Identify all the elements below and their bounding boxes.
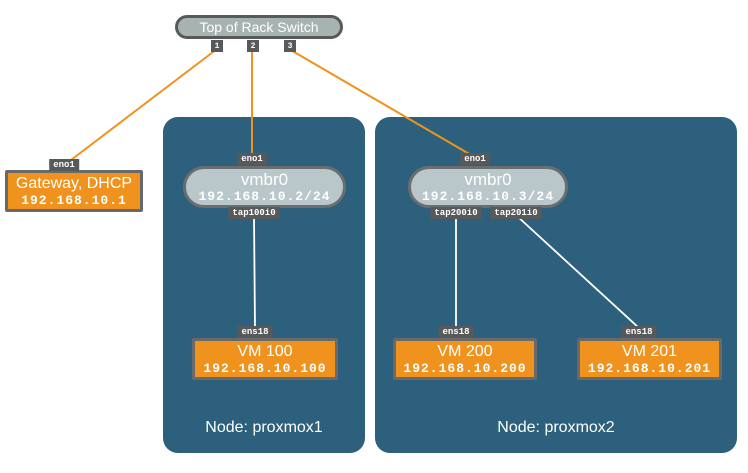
port-3-label: 3 xyxy=(287,41,293,51)
switch-label: Top of Rack Switch xyxy=(199,19,319,35)
proxmox1-vmbr0-bridge: vmbr0 192.168.10.2/24 xyxy=(183,166,346,208)
vm100-title: VM 100 xyxy=(237,342,293,360)
proxmox2-bridge-name: vmbr0 xyxy=(464,169,512,189)
proxmox1-tap100i0-tag: tap100i0 xyxy=(228,207,280,219)
vm200-ens18-tag: ens18 xyxy=(438,326,474,338)
switch-port-2: 2 xyxy=(247,40,259,52)
vm201-ip: 192.168.10.201 xyxy=(587,360,712,376)
gateway-ip: 192.168.10.1 xyxy=(21,192,127,208)
proxmox1-bridge-name: vmbr0 xyxy=(240,169,289,189)
top-of-rack-switch: Top of Rack Switch xyxy=(175,15,343,39)
vm201-ens18-tag: ens18 xyxy=(621,326,657,338)
proxmox2-vmbr0-bridge: vmbr0 192.168.10.3/24 xyxy=(408,166,568,208)
vm201-box: VM 201 192.168.10.201 xyxy=(577,338,722,380)
proxmox2-tap200i0-tag: tap200i0 xyxy=(430,207,482,219)
vm100-ens18-tag: ens18 xyxy=(237,326,273,338)
proxmox2-bridge-cidr: 192.168.10.3/24 xyxy=(421,188,555,204)
vm100-box: VM 100 192.168.10.100 xyxy=(192,338,338,380)
vm201-title: VM 201 xyxy=(621,342,678,360)
vm200-box: VM 200 192.168.10.200 xyxy=(393,338,537,380)
node-proxmox2-label: Node: proxmox2 xyxy=(497,419,615,436)
port-1-label: 1 xyxy=(214,41,220,51)
proxmox1-bridge-cidr: 192.168.10.2/24 xyxy=(198,188,331,204)
switch-port-3: 3 xyxy=(284,40,296,52)
vm200-title: VM 200 xyxy=(437,342,493,360)
gateway-box: Gateway, DHCP 192.168.10.1 xyxy=(5,170,143,212)
node-proxmox1-label: Node: proxmox1 xyxy=(205,419,323,436)
gateway-title: Gateway, DHCP xyxy=(15,174,133,192)
proxmox2-eno1-tag: eno1 xyxy=(460,153,490,165)
gateway-eno1-tag: eno1 xyxy=(49,159,79,171)
port-2-label: 2 xyxy=(250,41,256,51)
proxmox2-tap201i0-tag: tap201i0 xyxy=(490,207,542,219)
proxmox1-eno1-tag: eno1 xyxy=(237,153,267,165)
switch-port-1: 1 xyxy=(211,40,223,52)
vm100-ip: 192.168.10.100 xyxy=(203,360,327,376)
vm200-ip: 192.168.10.200 xyxy=(403,360,527,376)
